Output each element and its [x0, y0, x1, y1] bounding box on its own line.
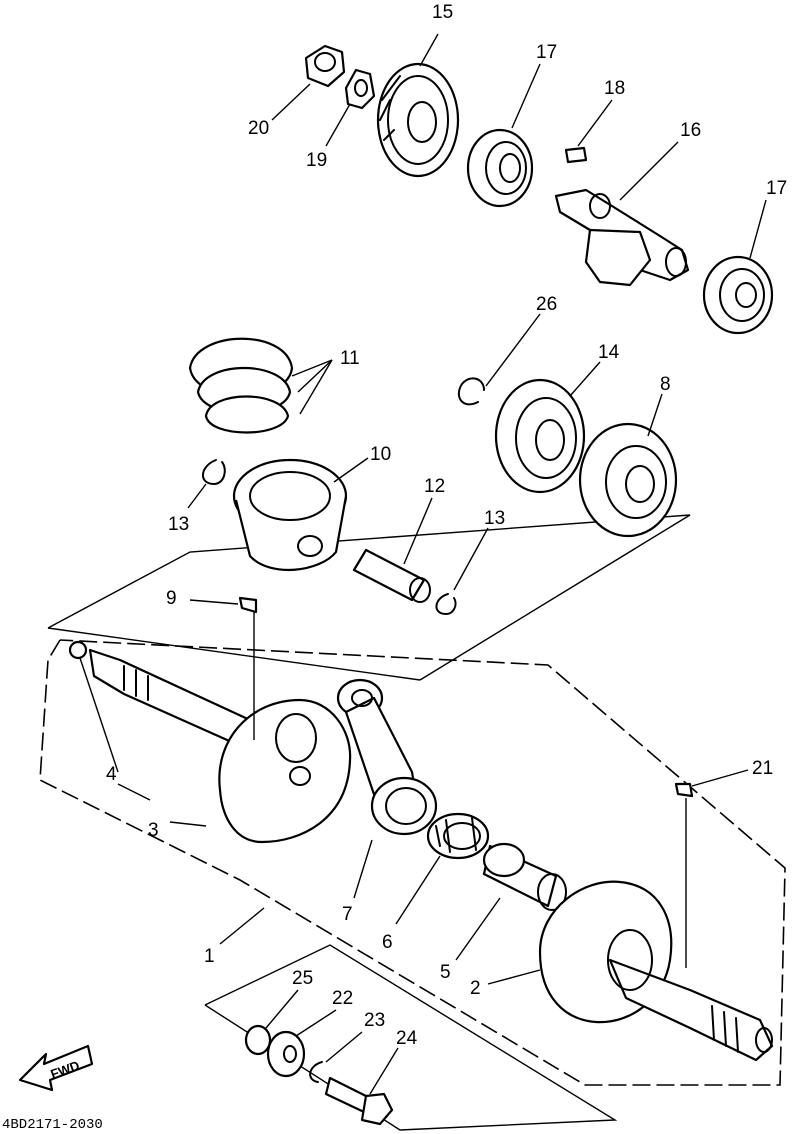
part-7-connecting-rod: [336, 678, 438, 836]
label-5: 5: [440, 962, 451, 983]
part-25-o-ring: [244, 1024, 272, 1056]
part-23-clip: [309, 1061, 323, 1083]
label-11: 11: [340, 348, 360, 369]
label-22: 22: [332, 988, 353, 1009]
label-13-right: 13: [484, 508, 505, 529]
label-1: 1: [204, 946, 215, 967]
part-16-balancer-shaft: [554, 188, 690, 287]
group-outline-crankshaft-dashed: [39, 639, 786, 1086]
part-number-labels: 1 2 3 4 5 6 7 8 9 10 11 12 13 13 14 15 1…: [106, 2, 787, 1049]
label-2: 2: [470, 978, 481, 999]
label-18: 18: [604, 78, 625, 99]
part-24-bolt: [324, 1076, 394, 1126]
part-22-washer: [266, 1030, 306, 1078]
part-13-clip-left: [202, 459, 226, 485]
part-12-piston-pin: [352, 548, 431, 603]
label-6: 6: [382, 932, 393, 953]
label-17-lower: 17: [766, 178, 787, 199]
part-2-crank-right: [538, 880, 774, 1062]
label-12: 12: [424, 476, 445, 497]
label-19: 19: [306, 150, 327, 171]
label-10: 10: [370, 444, 391, 465]
label-9: 9: [166, 588, 177, 609]
label-3: 3: [148, 820, 159, 841]
part-8-bearing: [578, 422, 678, 538]
drawing-code: 4BD2171-2030: [2, 1117, 103, 1133]
part-20-nut: [304, 44, 346, 88]
label-25: 25: [292, 968, 313, 989]
label-21: 21: [752, 758, 773, 779]
label-17-upper: 17: [536, 42, 557, 63]
label-24: 24: [396, 1028, 418, 1049]
fwd-arrow-icon: FWD: [18, 1044, 94, 1092]
part-5-crank-pin: [482, 842, 567, 911]
label-23: 23: [364, 1010, 385, 1031]
label-14: 14: [598, 342, 620, 363]
leader-lines: [79, 33, 767, 1095]
label-16: 16: [680, 120, 701, 141]
part-21-woodruff-key: [674, 782, 694, 798]
part-10-piston: [232, 458, 348, 572]
part-15-drive-gear: [376, 62, 460, 178]
part-6-needle-bearing: [426, 812, 490, 860]
label-20: 20: [248, 118, 269, 139]
part-14-gear: [494, 378, 586, 494]
part-3-crank-left: [68, 640, 352, 844]
label-8: 8: [660, 374, 671, 395]
part-17-bearing-lower: [702, 255, 774, 335]
part-13-clip-right: [435, 593, 457, 615]
part-19-lock-washer: [344, 68, 376, 110]
label-26: 26: [536, 294, 557, 315]
part-26-circlip: [457, 377, 485, 406]
label-15: 15: [432, 2, 453, 23]
part-17-bearing-upper: [466, 128, 534, 208]
part-9-woodruff-key: [238, 596, 258, 614]
part-18-key: [564, 146, 588, 164]
label-4: 4: [106, 764, 117, 785]
part-11-piston-rings: [188, 337, 294, 434]
label-7: 7: [342, 904, 353, 925]
group-outline-upper: [47, 514, 691, 681]
label-13-left: 13: [168, 514, 189, 535]
